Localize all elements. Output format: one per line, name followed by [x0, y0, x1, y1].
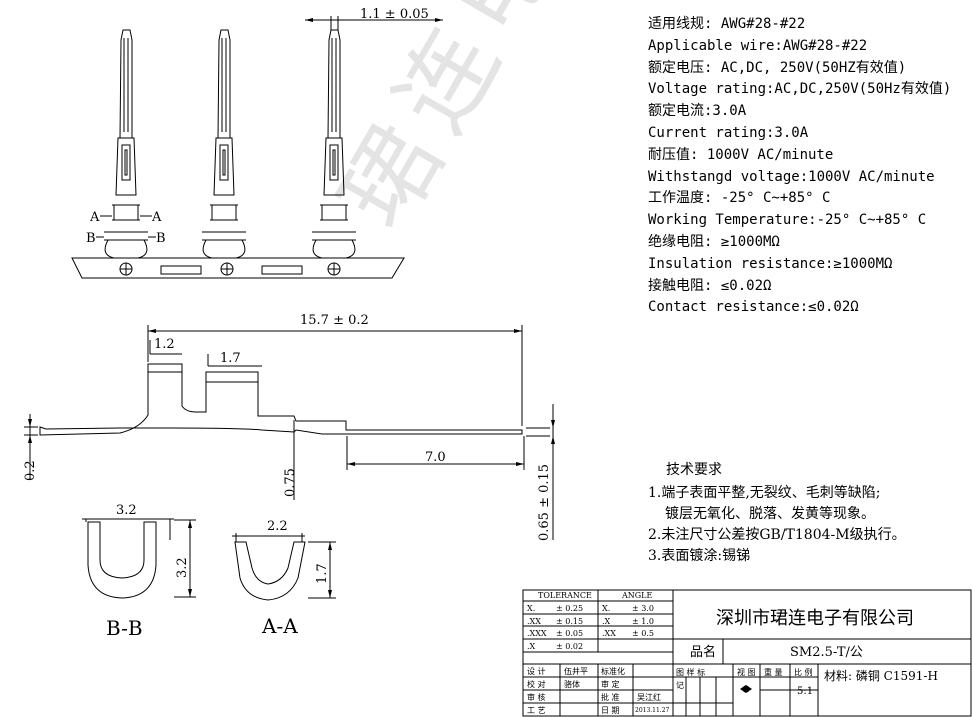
tol-cell: ± 0.5: [632, 629, 654, 638]
spec-list: 适用线规: AWG#28-#22 Applicable wire:AWG#28-…: [648, 14, 951, 319]
tol-cell: X.: [527, 604, 535, 613]
dim-1-2: 1.2: [154, 337, 175, 352]
spec-line: 工作温度: -25° C~+85° C: [648, 190, 831, 207]
tol-cell: .XXX: [527, 629, 547, 638]
spec-line: Contact resistance:≤0.02Ω: [648, 299, 859, 316]
spec-line: 绝缘电阻: ≥1000MΩ: [648, 233, 780, 250]
angle-header: ANGLE: [621, 591, 652, 600]
tb-view-label: 视 图: [737, 667, 756, 677]
tb-date-label: 日 期: [601, 706, 620, 715]
tb-standard-label: 标准化: [601, 666, 625, 676]
spec-line: Working Temperature:-25° C~+85° C: [648, 212, 927, 229]
spec-line: Withstangd voltage:1000V AC/minute: [648, 168, 935, 185]
tb-mark-label: 图 样 标: [676, 667, 705, 677]
dim-0-75: 0.75: [283, 468, 298, 497]
note-item: 镀层无氧化、脱落、发黄等现象。: [665, 506, 875, 522]
spec-line: 耐压值: 1000V AC/minute: [648, 146, 834, 163]
tolerance-header: TOLERANCE: [538, 591, 592, 600]
dim-total-length: 15.7 ± 0.2: [300, 313, 369, 328]
material: 材料: 磷铜 C1591-H: [824, 668, 938, 683]
dim-bb-width: 3.2: [116, 503, 137, 518]
company-name: 深圳市珺连电子有限公司: [716, 608, 914, 629]
tol-cell: ± 0.15: [556, 617, 583, 626]
marker-b-left: B: [86, 231, 96, 246]
tb-approve-label: 批 准: [601, 692, 620, 702]
tol-cell: .XX: [527, 617, 541, 626]
tol-cell: ± 0.02: [556, 642, 583, 651]
dim-0-2: 0.2: [23, 460, 38, 481]
tb-audit-label: 审 定: [601, 679, 620, 689]
tb-check-label: 校 对: [527, 679, 546, 689]
tb-design-label: 设 计: [527, 666, 546, 676]
spec-line: Voltage rating:AC,DC,250V(50Hz有效值): [648, 81, 952, 98]
tb-scale-value: 5:1: [797, 686, 813, 697]
tol-cell: .XX: [602, 629, 616, 638]
section-bb-view: [82, 518, 196, 599]
spec-line: 接触电阻: ≤0.02Ω: [648, 277, 772, 294]
section-aa-view: [232, 533, 336, 601]
tb-date-value: 2013.11.27: [635, 707, 670, 714]
marker-a-left: A: [89, 210, 100, 225]
tol-cell: ± 3.0: [632, 604, 654, 613]
tb-craft-label: 工 艺: [527, 706, 546, 715]
tb-scale-label: 比 例: [794, 667, 813, 677]
tb-approve-name: 吴江红: [637, 692, 661, 702]
spec-line: Applicable wire:AWG#28-#22: [648, 37, 868, 54]
spec-line: 适用线规: AWG#28-#22: [648, 16, 806, 32]
spec-line: Insulation resistance:≥1000MΩ: [648, 255, 893, 272]
tb-mark-label-2: 记: [676, 681, 684, 690]
dim-0-65: 0.65 ± 0.15: [537, 464, 552, 541]
dim-1-7: 1.7: [220, 351, 241, 366]
spec-line: Current rating:3.0A: [648, 124, 809, 141]
tb-review-label: 审 核: [527, 692, 546, 702]
section-aa-label: A-A: [261, 614, 298, 638]
note-item: 3.表面镀涂:锡锑: [648, 548, 751, 564]
spec-line: 额定电流:3.0A: [648, 103, 747, 120]
dim-aa-height: 1.7: [315, 563, 330, 584]
part-name: SM2.5-T/公: [790, 645, 863, 660]
tb-weight-label: 重 量: [764, 667, 783, 677]
tol-cell: ± 0.25: [556, 604, 583, 613]
dim-7-0: 7.0: [425, 450, 446, 465]
tol-cell: ± 1.0: [632, 617, 654, 626]
notes-title: 技术要求: [666, 462, 722, 478]
tol-cell: ± 0.05: [556, 629, 583, 638]
tol-cell: .X: [602, 617, 611, 626]
tb-check-name: 骆体: [564, 679, 580, 689]
section-bb-label: B-B: [106, 616, 143, 640]
tb-design-name: 伍井平: [564, 666, 588, 676]
terminal-side-view: [39, 363, 523, 436]
spec-line: 额定电压: AC,DC, 250V(50HZ有效值): [648, 59, 907, 76]
marker-b-right: B: [156, 231, 166, 246]
note-item: 2.未注尺寸公差按GB/T1804-M级执行。: [648, 527, 906, 543]
tol-cell: .X: [527, 642, 536, 651]
marker-a-right: A: [151, 210, 162, 225]
terminal-strip-top-view: [71, 29, 405, 279]
dim-top-width: 1.1 ± 0.05: [360, 7, 429, 22]
tol-cell: X.: [602, 604, 610, 613]
technical-notes: 技术要求 1.端子表面平整,无裂纹、毛刺等缺陷; 镀层无氧化、脱落、发黄等现象。…: [648, 460, 906, 567]
dim-aa-width: 2.2: [267, 519, 288, 534]
note-item: 1.端子表面平整,无裂纹、毛刺等缺陷;: [648, 485, 881, 501]
title-block-frame: [522, 589, 972, 717]
dim-bb-height: 3.2: [175, 557, 190, 578]
tb-pin-label: 品名: [690, 644, 716, 660]
